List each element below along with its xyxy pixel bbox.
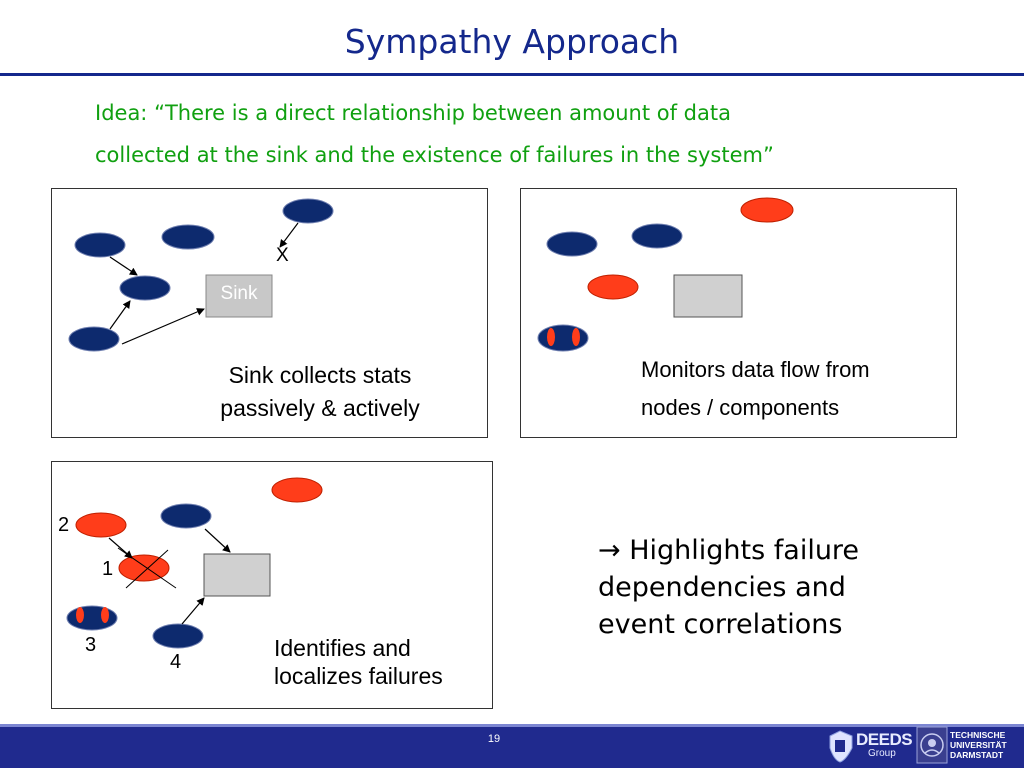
node-ok	[631, 223, 683, 249]
component-failed-mark	[572, 328, 580, 346]
tu-logo-line: TECHNISCHE	[950, 730, 1006, 740]
deeds-emblem-icon	[829, 730, 853, 763]
footer-bar: 19 DEEDS Group TECHNISCHE UNIVERSITÄT DA…	[0, 724, 1024, 768]
idea-statement: Idea: “There is a direct relationship be…	[95, 92, 995, 176]
node-ok	[161, 224, 215, 250]
failure-order-2: 2	[58, 514, 70, 536]
node-failed	[587, 274, 639, 300]
failure-order-4: 4	[170, 651, 182, 673]
deeds-logo-text: DEEDS	[856, 730, 913, 749]
panel1-diagram	[68, 198, 334, 352]
flow-arrow	[121, 308, 205, 345]
failure-x-mark: X	[276, 245, 289, 266]
footer-divider	[0, 724, 1024, 727]
tu-darmstadt-logo: TECHNISCHE UNIVERSITÄT DARMSTADT	[916, 726, 1022, 766]
flow-arrow	[204, 528, 231, 553]
node-partial-failure	[537, 324, 589, 352]
slide-title: Sympathy Approach	[344, 22, 680, 61]
sink-box	[205, 274, 273, 318]
node-failed	[271, 477, 323, 503]
node-failed	[740, 197, 794, 223]
caption-line: Sink collects stats	[228, 362, 412, 388]
cross-out-line	[125, 549, 169, 589]
flow-arrow	[108, 537, 133, 559]
panel3-diagram	[66, 477, 323, 649]
node-ok	[546, 231, 598, 257]
flow-arrow	[109, 256, 138, 276]
highlight-line-1: → Highlights failure	[598, 532, 958, 569]
caption-line: nodes / components	[641, 395, 840, 420]
panel2-caption: Monitors data flow from nodes / componen…	[641, 351, 951, 427]
sink-label: Sink	[220, 283, 258, 304]
caption-line: Identifies and	[274, 635, 411, 661]
idea-line-1: Idea: “There is a direct relationship be…	[95, 101, 731, 125]
node-ok	[68, 326, 120, 352]
caption-line: Monitors data flow from	[641, 357, 870, 382]
sink-box	[673, 274, 743, 318]
sink-box	[203, 553, 271, 597]
component-failed-mark	[101, 607, 109, 623]
tu-logo-line: UNIVERSITÄT	[950, 740, 1007, 750]
failure-order-3: 3	[85, 634, 97, 656]
panel2-diagram	[537, 197, 794, 352]
failure-order-1: 1	[102, 558, 114, 580]
panel-identifies-failures: 1 2 3 4 Identifies and localizes failure…	[51, 461, 493, 709]
title-divider	[0, 73, 1024, 76]
idea-line-2: collected at the sink and the existence …	[95, 143, 774, 167]
broken-link-arrow	[279, 222, 299, 248]
caption-line: passively & actively	[220, 395, 420, 421]
node-ok	[119, 275, 171, 301]
panel-sink-collects: Sink X Sink collects stats passively & a…	[51, 188, 488, 438]
panel-monitors-flow: Monitors data flow from nodes / componen…	[520, 188, 957, 438]
highlight-line-2: dependencies and	[598, 572, 846, 603]
node-ok	[282, 198, 334, 224]
highlight-line-3: event correlations	[598, 609, 843, 640]
node-ok	[74, 232, 126, 258]
component-failed-mark	[76, 607, 84, 623]
flow-arrow	[181, 597, 205, 625]
right-arrow-icon: →	[598, 535, 621, 566]
panel3-caption: Identifies and localizes failures	[274, 634, 489, 690]
page-number: 19	[487, 733, 501, 745]
node-failed-root	[118, 554, 170, 582]
node-ok	[152, 623, 204, 649]
highlight-text: Highlights failure	[629, 535, 860, 566]
panel1-caption: Sink collects stats passively & actively	[190, 359, 450, 425]
highlight-statement: → Highlights failure dependencies and ev…	[598, 532, 958, 643]
deeds-logo-subtext: Group	[868, 748, 896, 759]
component-failed-mark	[547, 328, 555, 346]
caption-line: localizes failures	[274, 663, 443, 689]
tu-logo-line: DARMSTADT	[950, 750, 1004, 760]
node-ok	[160, 503, 212, 529]
node-partial-failure	[66, 605, 118, 631]
tu-logo-text: TECHNISCHE UNIVERSITÄT DARMSTADT	[950, 730, 1007, 760]
tu-seal-icon	[916, 726, 948, 764]
node-failed	[75, 512, 127, 538]
flow-arrow	[109, 300, 131, 330]
deeds-group-logo: DEEDS Group	[826, 728, 913, 764]
